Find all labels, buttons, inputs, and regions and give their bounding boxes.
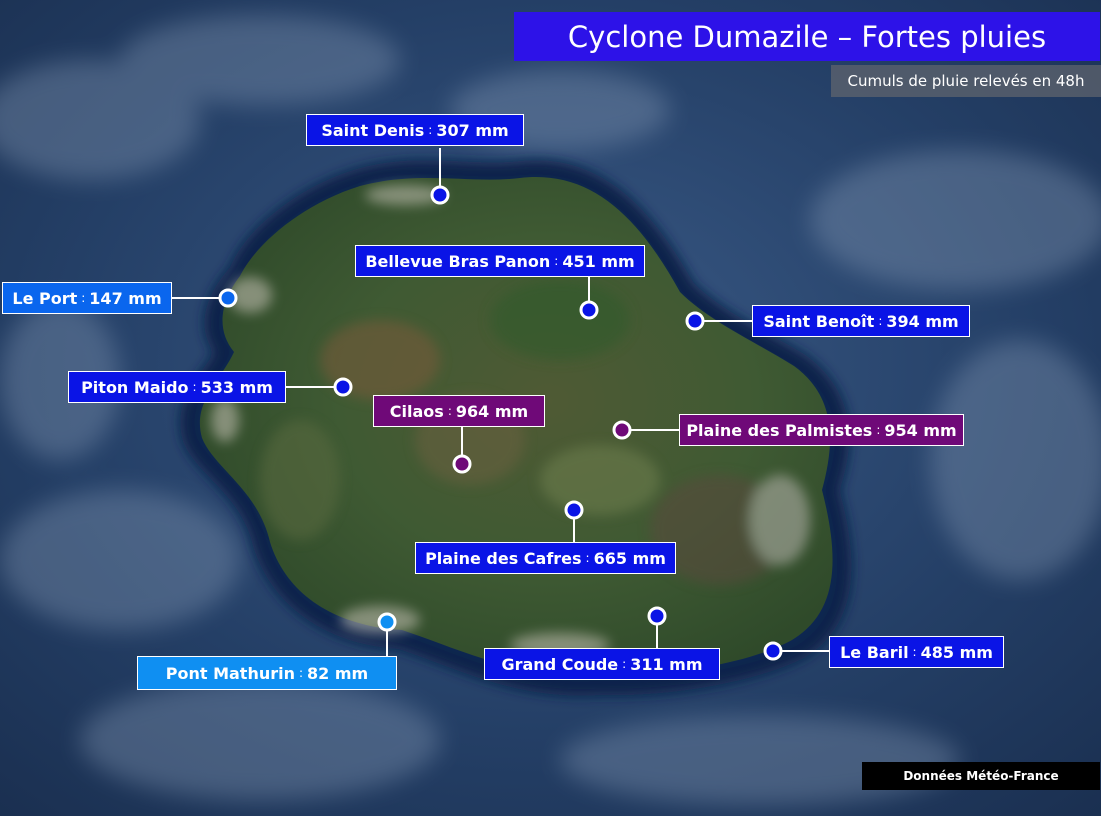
station-name: Saint Denis [321,120,425,140]
station-value: 311 mm [630,654,703,674]
station-value: 394 mm [886,311,959,331]
marker-cilaos[interactable] [452,454,472,474]
separator: : [81,291,86,305]
station-name: Piton Maido [81,377,189,397]
station-label-grand-coude[interactable]: Grand Coude:311 mm [484,648,720,680]
station-label-plaine-des-palmistes[interactable]: Plaine des Palmistes:954 mm [679,414,964,446]
station-value: 964 mm [455,401,529,421]
marker-le-port[interactable] [218,288,238,308]
marker-grand-coude[interactable] [647,606,667,626]
data-source-credit: Données Météo-France [862,762,1100,790]
separator: : [447,404,452,418]
separator: : [554,254,559,268]
marker-le-baril[interactable] [763,641,783,661]
marker-bellevue-bras-panon[interactable] [579,300,599,320]
station-name: Grand Coude [501,654,619,674]
station-name: Bellevue Bras Panon [365,251,551,271]
station-label-plaine-des-cafres[interactable]: Plaine des Cafres:665 mm [415,542,676,574]
station-label-le-baril[interactable]: Le Baril:485 mm [829,636,1004,668]
station-value: 665 mm [593,548,666,568]
separator: : [876,423,881,437]
station-name: Le Port [12,288,78,308]
station-label-le-port[interactable]: Le Port:147 mm [2,282,172,314]
marker-plaine-des-cafres[interactable] [564,500,584,520]
station-name: Saint Benoît [763,311,875,331]
station-label-piton-maido[interactable]: Piton Maido:533 mm [68,371,286,403]
marker-piton-maido[interactable] [333,377,353,397]
separator: : [585,551,590,565]
station-name: Plaine des Palmistes [686,420,873,440]
separator: : [192,380,197,394]
station-label-pont-mathurin[interactable]: Pont Mathurin:82 mm [137,656,397,690]
station-value: 954 mm [884,420,957,440]
station-value: 82 mm [307,663,369,683]
marker-pont-mathurin[interactable] [377,612,397,632]
station-label-saint-benoit[interactable]: Saint Benoît:394 mm [752,305,970,337]
station-label-bellevue-bras-panon[interactable]: Bellevue Bras Panon:451 mm [355,245,645,277]
separator: : [878,314,883,328]
station-value: 307 mm [436,120,509,140]
station-value: 533 mm [200,377,273,397]
map-subtitle: Cumuls de pluie relevés en 48h [831,65,1101,97]
station-label-cilaos[interactable]: Cilaos:964 mm [373,395,545,427]
map-title: Cyclone Dumazile – Fortes pluies [514,12,1100,61]
station-name: Pont Mathurin [165,663,295,683]
separator: : [622,657,627,671]
station-value: 485 mm [920,642,993,662]
station-value: 147 mm [89,288,162,308]
station-name: Cilaos [389,401,444,421]
separator: : [299,666,304,680]
station-label-saint-denis[interactable]: Saint Denis:307 mm [306,114,524,146]
station-name: Le Baril [840,642,909,662]
separator: : [428,123,433,137]
marker-saint-denis[interactable] [430,185,450,205]
marker-plaine-des-palmistes[interactable] [612,420,632,440]
marker-saint-benoit[interactable] [685,311,705,331]
separator: : [912,645,917,659]
station-name: Plaine des Cafres [425,548,582,568]
station-value: 451 mm [562,251,635,271]
